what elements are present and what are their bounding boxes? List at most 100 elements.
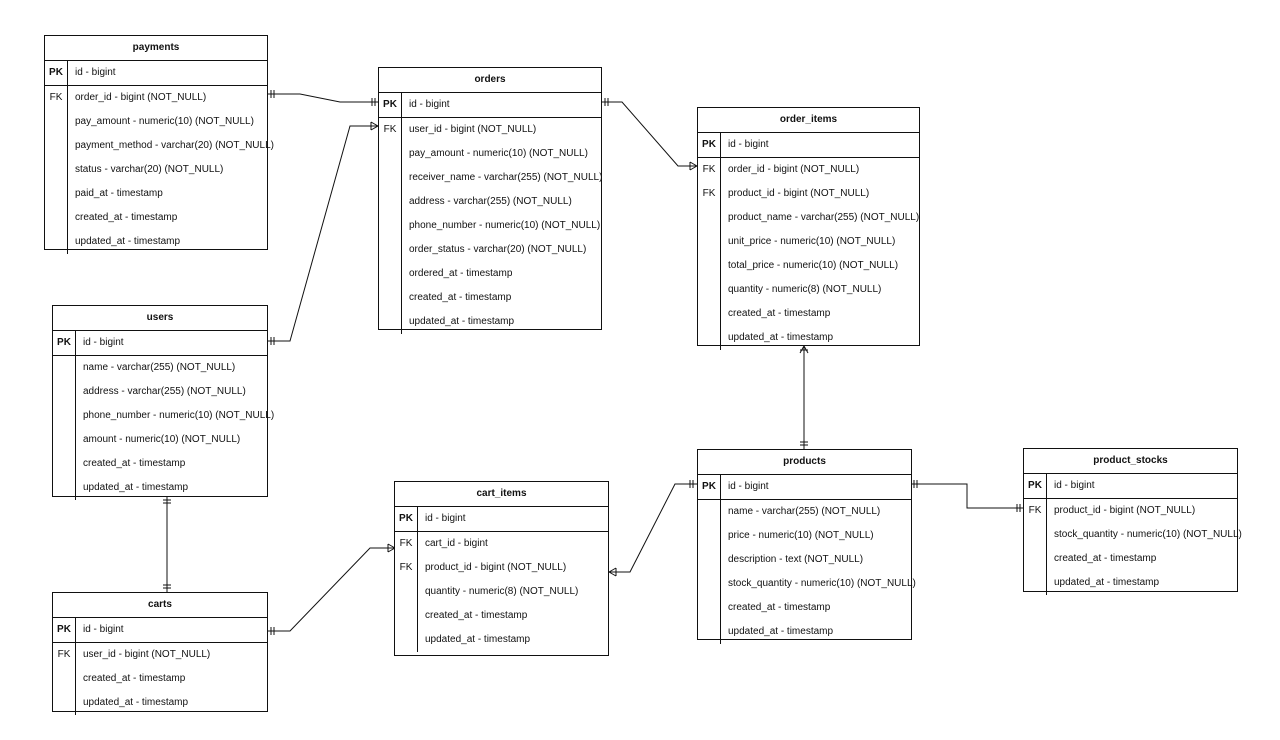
field-row[interactable]: created_at - timestamp — [395, 604, 608, 628]
field-text: payment_method - varchar(20) (NOT_NULL) — [75, 140, 274, 151]
field-row[interactable]: quantity - numeric(8) (NOT_NULL) — [698, 278, 919, 302]
field-row[interactable]: price - numeric(10) (NOT_NULL) — [698, 524, 911, 548]
field-text: product_id - bigint (NOT_NULL) — [425, 562, 567, 573]
key-marker: PK — [399, 513, 413, 524]
edge-orders-users — [268, 121, 379, 345]
field-row[interactable]: updated_at - timestamp — [395, 628, 608, 652]
field-row[interactable]: status - varchar(20) (NOT_NULL) — [45, 158, 267, 182]
key-marker: FK — [1028, 505, 1042, 516]
table-title-carts: carts — [53, 593, 267, 618]
key-column-divider — [395, 507, 418, 531]
field-row[interactable]: unit_price - numeric(10) (NOT_NULL) — [698, 230, 919, 254]
field-text: created_at - timestamp — [83, 673, 186, 684]
field-row[interactable]: phone_number - numeric(10) (NOT_NULL) — [53, 404, 274, 428]
table-title-products: products — [698, 450, 911, 475]
field-row[interactable]: name - varchar(255) (NOT_NULL) — [53, 356, 267, 380]
field-row[interactable]: updated_at - timestamp — [1024, 571, 1237, 595]
edge-cart-items-products — [608, 480, 697, 577]
field-row[interactable]: pay_amount - numeric(10) (NOT_NULL) — [379, 142, 601, 166]
field-row[interactable]: address - varchar(255) (NOT_NULL) — [379, 190, 601, 214]
table-title-cart-items: cart_items — [395, 482, 608, 507]
field-row[interactable]: description - text (NOT_NULL) — [698, 548, 911, 572]
field-row[interactable]: paid_at - timestamp — [45, 182, 267, 206]
key-marker: PK — [49, 67, 63, 78]
field-row[interactable]: PK id - bigint — [1024, 474, 1237, 498]
field-row[interactable]: created_at - timestamp — [53, 452, 267, 476]
edge-payments-orders — [268, 90, 378, 106]
field-row[interactable]: updated_at - timestamp — [698, 620, 911, 644]
field-row[interactable]: created_at - timestamp — [1024, 547, 1237, 571]
field-text: unit_price - numeric(10) (NOT_NULL) — [728, 236, 896, 247]
field-text: created_at - timestamp — [728, 602, 831, 613]
field-text: receiver_name - varchar(255) (NOT_NULL) — [409, 172, 603, 183]
field-row[interactable]: address - varchar(255) (NOT_NULL) — [53, 380, 267, 404]
key-column-divider — [698, 500, 721, 644]
field-row[interactable]: updated_at - timestamp — [53, 476, 267, 500]
field-text: id - bigint — [83, 624, 124, 635]
field-row[interactable]: amount - numeric(10) (NOT_NULL) — [53, 428, 267, 452]
key-marker: PK — [383, 99, 397, 110]
field-row[interactable]: updated_at - timestamp — [45, 230, 267, 254]
field-text: created_at - timestamp — [728, 308, 831, 319]
key-marker: PK — [1028, 480, 1042, 491]
field-row[interactable]: order_status - varchar(20) (NOT_NULL) — [379, 238, 601, 262]
field-row[interactable]: pay_amount - numeric(10) (NOT_NULL) — [45, 110, 267, 134]
field-text: id - bigint — [1054, 480, 1095, 491]
field-row[interactable]: stock_quantity - numeric(10) (NOT_NULL) — [698, 572, 916, 596]
field-text: created_at - timestamp — [1054, 553, 1157, 564]
field-row[interactable]: created_at - timestamp — [379, 286, 601, 310]
field-row[interactable]: PK id - bigint — [45, 61, 267, 85]
field-row[interactable]: created_at - timestamp — [53, 667, 267, 691]
edge-orders-order-items — [602, 98, 698, 171]
field-row[interactable]: updated_at - timestamp — [698, 326, 919, 350]
field-row[interactable]: updated_at - timestamp — [379, 310, 601, 334]
field-row[interactable]: updated_at - timestamp — [53, 691, 267, 715]
field-text: updated_at - timestamp — [83, 697, 189, 708]
field-row[interactable]: FK product_id - bigint (NOT_NULL) — [1024, 499, 1237, 523]
field-row[interactable]: product_name - varchar(255) (NOT_NULL) — [698, 206, 919, 230]
field-row[interactable]: quantity - numeric(8) (NOT_NULL) — [395, 580, 608, 604]
field-text: product_id - bigint (NOT_NULL) — [1054, 505, 1196, 516]
field-row[interactable]: phone_number - numeric(10) (NOT_NULL) — [379, 214, 601, 238]
field-text: updated_at - timestamp — [75, 236, 181, 247]
key-column-divider — [395, 532, 418, 652]
field-row[interactable]: stock_quantity - numeric(10) (NOT_NULL) — [1024, 523, 1242, 547]
field-row[interactable]: ordered_at - timestamp — [379, 262, 601, 286]
field-text: created_at - timestamp — [409, 292, 512, 303]
field-row[interactable]: receiver_name - varchar(255) (NOT_NULL) — [379, 166, 603, 190]
key-marker: PK — [702, 139, 716, 150]
key-column-divider — [53, 643, 76, 715]
field-text: status - varchar(20) (NOT_NULL) — [75, 164, 224, 175]
key-column-divider — [1024, 474, 1047, 498]
field-row[interactable]: created_at - timestamp — [698, 302, 919, 326]
field-text: id - bigint — [75, 67, 116, 78]
field-text: updated_at - timestamp — [83, 482, 189, 493]
field-row[interactable]: payment_method - varchar(20) (NOT_NULL) — [45, 134, 274, 158]
field-row[interactable]: created_at - timestamp — [698, 596, 911, 620]
field-row[interactable]: created_at - timestamp — [45, 206, 267, 230]
field-text: order_id - bigint (NOT_NULL) — [75, 92, 207, 103]
field-row[interactable]: total_price - numeric(10) (NOT_NULL) — [698, 254, 919, 278]
field-row[interactable]: name - varchar(255) (NOT_NULL) — [698, 500, 911, 524]
